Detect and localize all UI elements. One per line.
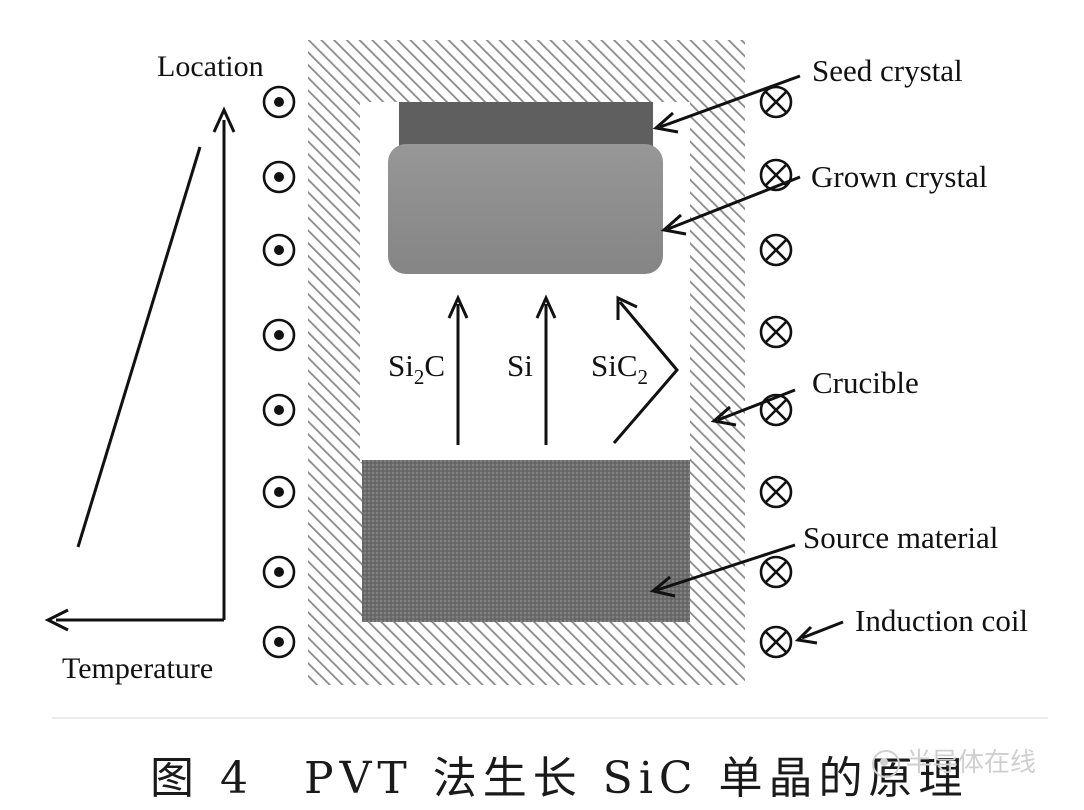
coil-in-marker	[759, 393, 793, 427]
coil-in-marker	[759, 625, 793, 659]
temperature-axis-arrowhead	[44, 608, 69, 632]
sic2-label: SiC2	[591, 348, 648, 389]
si2c-arrowhead	[447, 294, 469, 319]
coil-out-marker	[262, 160, 296, 194]
crucible-label: Crucible	[812, 365, 919, 400]
si2c-label: Si2C	[388, 348, 445, 389]
watermark: 半导体在线	[872, 742, 1036, 779]
seed-crystal	[399, 102, 653, 146]
coil-out-marker	[262, 625, 296, 659]
si-arrowhead	[535, 294, 557, 319]
coil-in-marker	[759, 475, 793, 509]
coil-right	[759, 85, 793, 659]
grown-crystal-label: Grown crystal	[811, 159, 987, 194]
watermark-text: 半导体在线	[906, 748, 1037, 778]
temperature-label: Temperature	[62, 652, 213, 685]
coil-out-marker	[262, 555, 296, 589]
si-label: Si	[507, 348, 533, 383]
coil-left	[262, 85, 296, 659]
source-material	[362, 460, 690, 622]
seed-crystal-label: Seed crystal	[812, 53, 963, 88]
coil-in-marker	[759, 315, 793, 349]
source-material-leader-head	[649, 575, 676, 598]
vapor-arrows: Si2C Si SiC2	[388, 294, 679, 445]
grown-crystal	[388, 144, 663, 274]
induction-coil-leader-head	[794, 625, 818, 645]
coil-in-marker	[759, 555, 793, 589]
coil-in-marker	[759, 85, 793, 119]
callout-labels: Seed crystal Grown crystal Crucible Sour…	[803, 53, 1028, 638]
watermark-logo-icon	[872, 749, 900, 778]
coil-out-marker	[262, 85, 296, 119]
induction-coil-label: Induction coil	[855, 603, 1028, 638]
callout-arrows	[649, 74, 844, 645]
coil-out-marker	[262, 233, 296, 267]
grown-crystal-leader	[667, 175, 801, 231]
source-material-label: Source material	[803, 520, 998, 555]
temperature-gradient-line	[76, 146, 202, 548]
seed-crystal-leader-head	[652, 111, 679, 134]
sic2-zigzag-arrow	[612, 301, 679, 444]
coil-out-marker	[262, 393, 296, 427]
coil-in-marker	[759, 233, 793, 267]
grown-crystal-leader-head	[660, 213, 687, 236]
crucible-leader-head	[710, 405, 737, 427]
source-material-leader	[656, 543, 796, 592]
figure-caption: 图 4 PVT 法生长 SiC 单晶的原理	[150, 753, 969, 804]
location-axis-arrowhead	[212, 106, 236, 133]
crucible-leader	[717, 388, 796, 422]
induction-coil-leader	[801, 620, 844, 640]
coil-out-marker	[262, 318, 296, 352]
location-label: Location	[157, 50, 264, 83]
coil-out-marker	[262, 475, 296, 509]
sic2-arrowhead	[616, 295, 638, 320]
seed-crystal-leader	[659, 74, 801, 129]
temperature-axes: Location Temperature	[44, 50, 264, 685]
